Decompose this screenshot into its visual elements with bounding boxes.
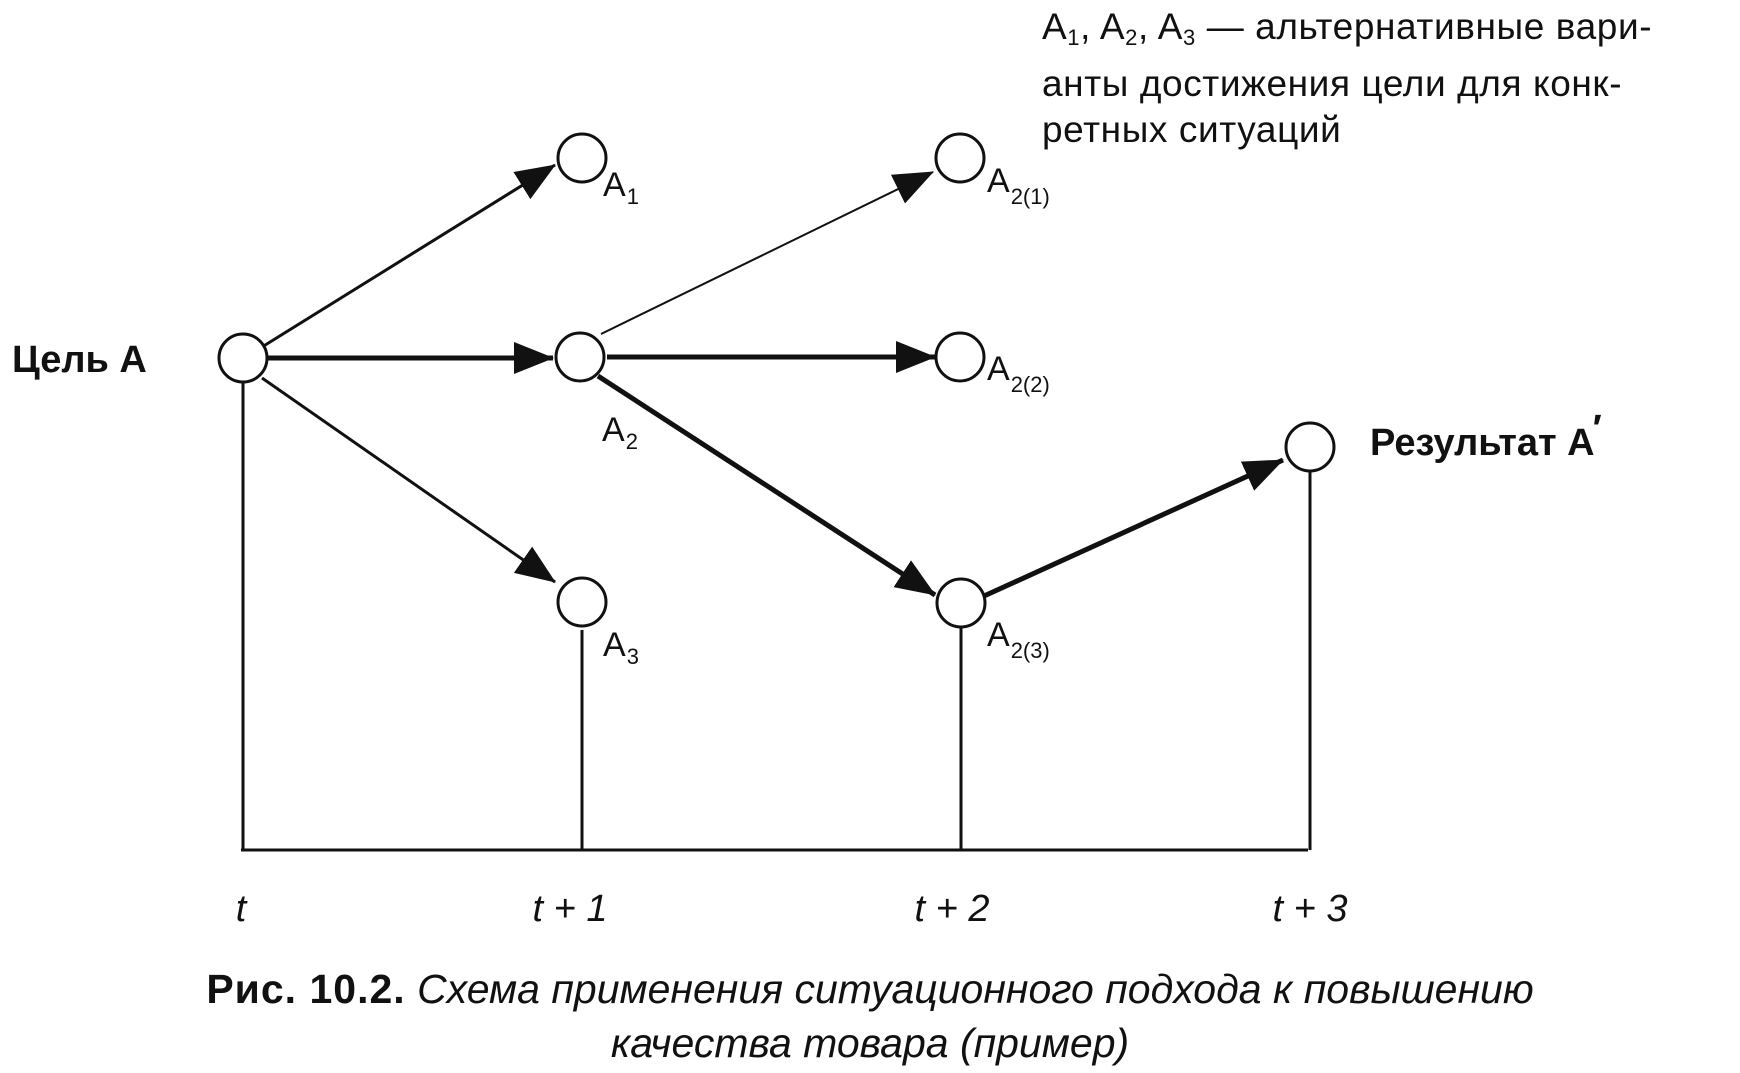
tick-t: t [236, 888, 248, 930]
timeline [241, 382, 1312, 852]
caption-line-1: Рис. 10.2. Схема применения ситуационног… [0, 962, 1740, 1016]
edge-a2-a23 [596, 373, 937, 598]
nodes [217, 132, 1336, 629]
caption-line-2: качества товара (пример) [0, 1016, 1740, 1070]
caption-text-2: качества товара (пример) [610, 1020, 1130, 1066]
legend-line-2: анты достижения цели для конк- [1042, 63, 1623, 104]
edge-start-a1 [261, 163, 556, 349]
node-a1 [556, 132, 608, 184]
node-a3 [556, 576, 608, 628]
tick-t-plus-2: t + 2 [915, 888, 990, 930]
tick-t-plus-1: t + 1 [533, 888, 608, 930]
node-a23-label: A2(3) [987, 616, 1050, 663]
tick-t-plus-3: t + 3 [1273, 888, 1348, 930]
figure-number: Рис. 10.2. [206, 966, 406, 1012]
legend-note: A1, A2, A3 — альтернативные вари- анты д… [1042, 4, 1732, 153]
node-a21 [934, 132, 986, 184]
node-a2 [554, 331, 606, 383]
node-a23 [935, 577, 987, 629]
node-result [1284, 421, 1336, 473]
edge-a2-a21 [600, 171, 934, 335]
legend-line-1: A1, A2, A3 — альтернативные вари- [1042, 6, 1653, 50]
node-a21-label: A2(1) [987, 162, 1050, 209]
node-a22-label: A2(2) [987, 350, 1050, 397]
node-result-label: Результат А′ [1370, 408, 1602, 464]
caption-text-1: Схема применения ситуационного подхода к… [417, 966, 1534, 1012]
edge-start-a3 [261, 376, 556, 584]
node-a1-label: A1 [603, 166, 639, 209]
edge-a23-result [982, 457, 1285, 599]
node-a2-label: A2 [602, 411, 638, 454]
edges [261, 163, 1285, 599]
node-start-label: Цель А [12, 339, 147, 381]
node-start [217, 332, 269, 384]
legend-line-3: ретных ситуаций [1042, 109, 1342, 150]
node-a22 [934, 331, 986, 383]
node-a3-label: A3 [603, 626, 639, 669]
figure-caption: Рис. 10.2. Схема применения ситуационног… [0, 962, 1740, 1070]
